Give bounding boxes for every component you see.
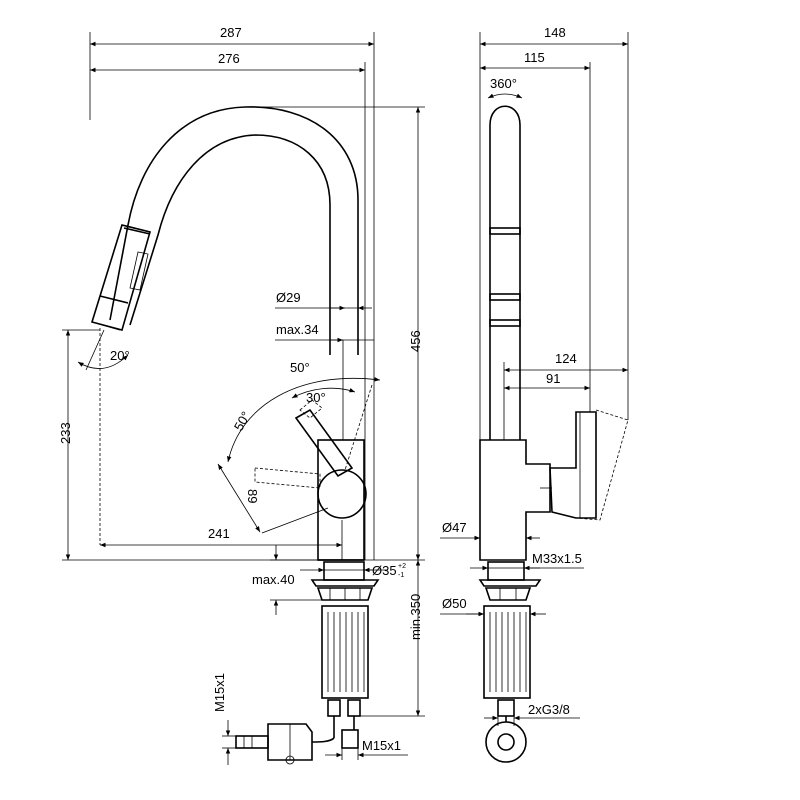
lever-arc-inner xyxy=(291,387,356,399)
lever-angle-inner: 30° xyxy=(306,390,326,405)
dim-276-label: 276 xyxy=(218,51,240,66)
side-flange xyxy=(478,579,542,587)
side-spout xyxy=(489,105,521,440)
connector-box xyxy=(267,723,313,761)
dim-456-label: 456 xyxy=(408,330,423,352)
rotation-arc xyxy=(487,93,523,99)
dim-max40-label: max.40 xyxy=(252,572,295,587)
dim-thread-label: M33x1.5 xyxy=(532,551,582,566)
dim-287-label: 287 xyxy=(220,25,242,40)
dim-241-label: 241 xyxy=(208,526,230,541)
lever-hub xyxy=(317,469,367,519)
rotation-label: 360° xyxy=(490,76,517,91)
dim-supply-label: 2xG3/8 xyxy=(528,702,570,717)
dim-115-label: 115 xyxy=(524,50,545,65)
side-view: 360° 148 115 xyxy=(440,25,629,763)
side-handle xyxy=(549,411,597,519)
lever-arc-outer xyxy=(226,377,381,463)
dim-m15-left-label: M15x1 xyxy=(212,673,227,712)
spout-outline-inner xyxy=(129,134,331,355)
dim-dia47-label: Ø47 xyxy=(442,520,467,535)
side-body xyxy=(479,439,551,561)
side-shank xyxy=(483,605,531,699)
deck-flange xyxy=(323,561,365,581)
lever-angle-top: 50° xyxy=(290,360,310,375)
dim-dia35-tol-lower: -1 xyxy=(398,572,404,579)
lever-angle-left: 50° xyxy=(231,409,254,434)
dim-m15-bottom-label: M15x1 xyxy=(362,738,401,753)
dim-dia35-tol-upper: +2 xyxy=(398,563,406,570)
lever xyxy=(294,408,354,478)
dim-148-label: 148 xyxy=(544,25,566,40)
lever-length-label: 89 xyxy=(245,489,260,503)
side-connector xyxy=(485,721,527,763)
dim-233-label: 233 xyxy=(58,422,73,444)
dim-91-label: 91 xyxy=(546,371,560,386)
dim-dia50-label: Ø50 xyxy=(442,596,467,611)
spray-angle-label: 20° xyxy=(110,348,130,363)
front-view: 20° 50° 30° 50° 89 xyxy=(58,25,425,765)
dim-dia29-label: Ø29 xyxy=(276,290,301,305)
dim-max34-label: max.34 xyxy=(276,322,319,337)
dim-min350-label: min.350 xyxy=(408,594,423,640)
threaded-shank xyxy=(321,605,369,699)
dim-dia35-label: Ø35 xyxy=(372,563,397,578)
spray-angle-arc xyxy=(77,354,129,369)
spray-head xyxy=(90,224,151,331)
dim-124-label: 124 xyxy=(555,351,577,366)
